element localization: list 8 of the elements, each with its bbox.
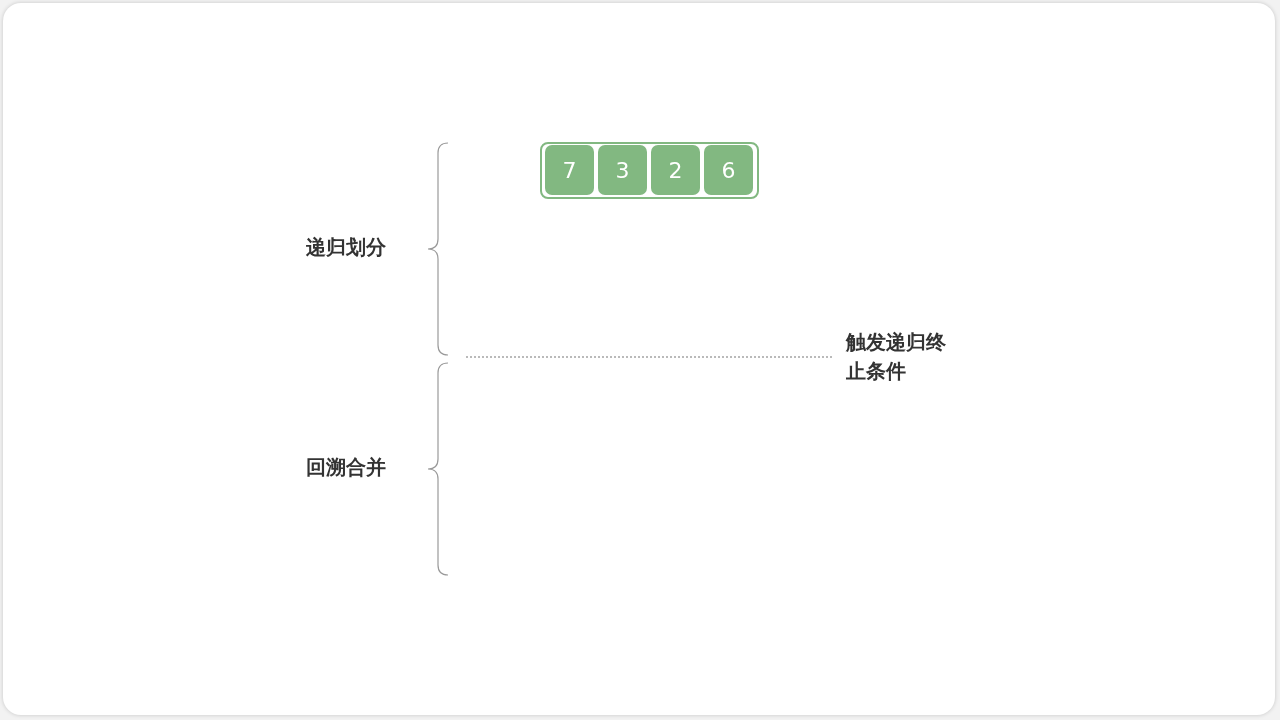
array-cell: 7 — [545, 145, 594, 195]
text-label: 回溯合并 — [306, 454, 386, 481]
array-cell: 6 — [704, 145, 753, 195]
array-box — [540, 142, 759, 199]
array-cell: 2 — [651, 145, 700, 195]
array-cell: 3 — [598, 145, 647, 195]
text-label: 触发递归终止条件 — [846, 329, 946, 385]
text-label: 递归划分 — [306, 234, 386, 261]
